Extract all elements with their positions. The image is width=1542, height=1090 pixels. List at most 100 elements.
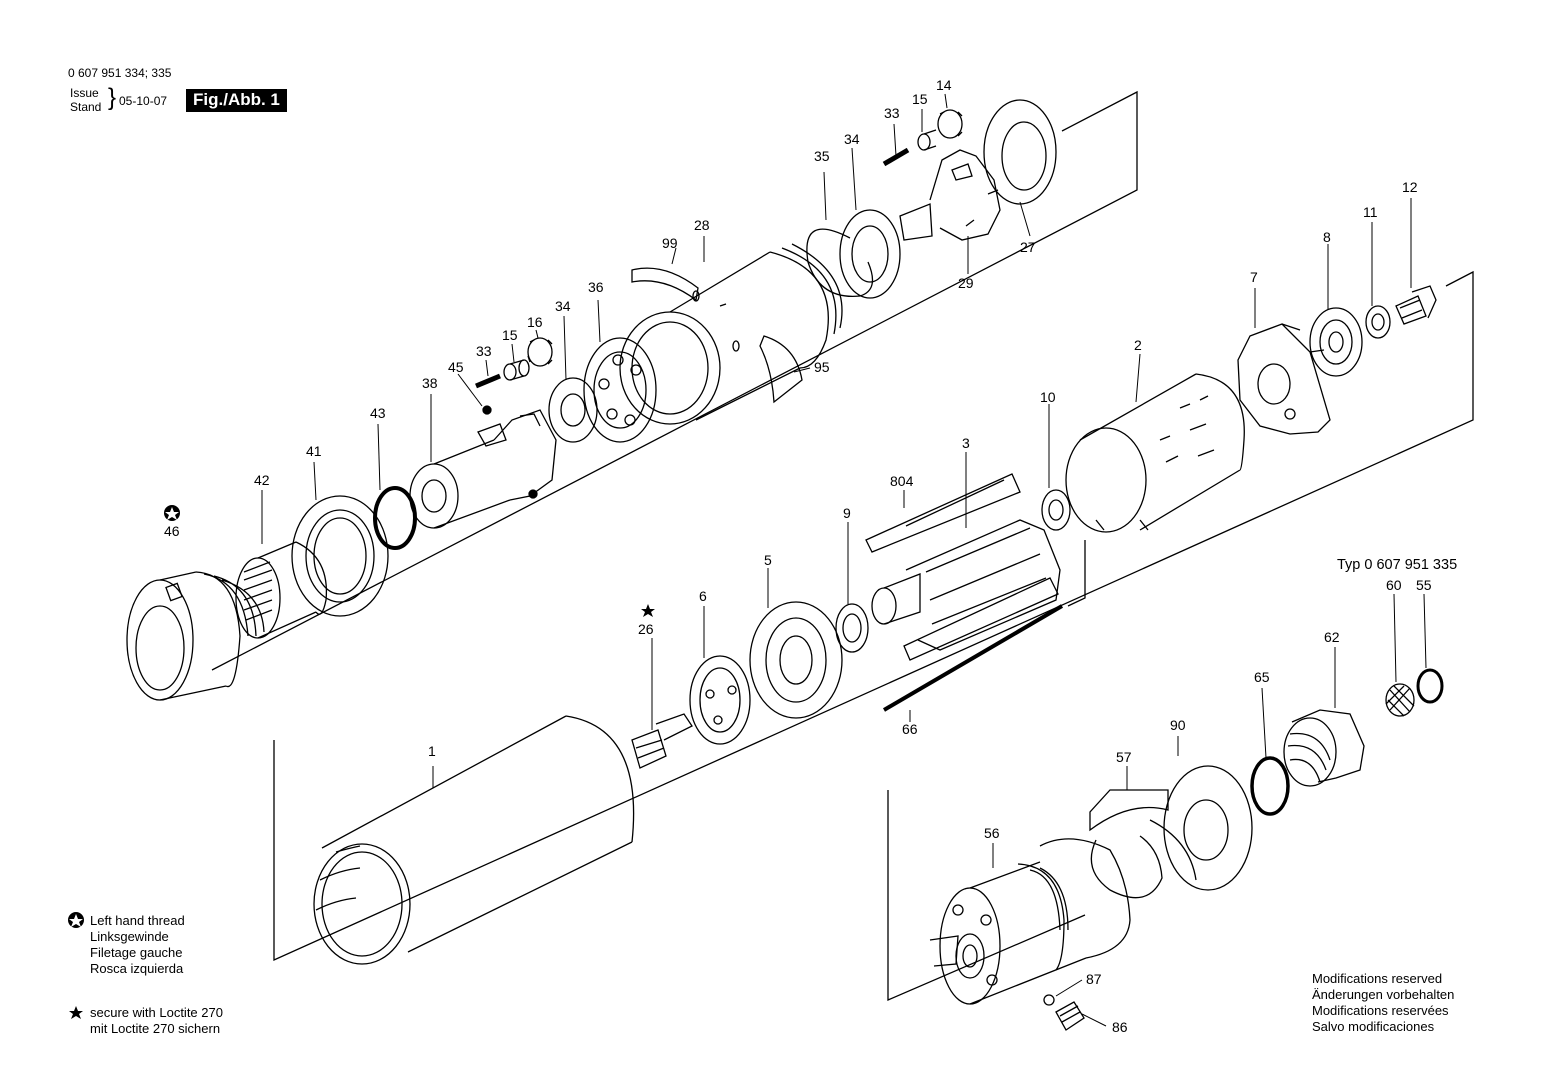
part-14-planet-gear — [937, 109, 963, 139]
label-38: 38 — [422, 375, 438, 391]
label-15-right: 15 — [912, 91, 928, 107]
label-90: 90 — [1170, 717, 1186, 733]
part-16-planet-gear — [527, 337, 553, 367]
left-hand-thread-symbol-46 — [164, 505, 180, 521]
label-43: 43 — [370, 405, 386, 421]
part-62-plug — [1283, 709, 1365, 787]
issue-date: 05-10-07 — [119, 94, 168, 108]
issue-label: Issue — [70, 86, 99, 100]
part-35-circlip — [806, 228, 874, 298]
part-42-needle-bearing — [235, 541, 328, 639]
label-15-left: 15 — [502, 327, 518, 343]
label-11: 11 — [1363, 204, 1378, 220]
legend-loctite-de: mit Loctite 270 sichern — [90, 1021, 221, 1036]
legend-loctite-en: secure with Loctite 270 — [90, 1005, 223, 1020]
frame-lower — [887, 790, 1086, 1001]
part-57-valve — [1089, 789, 1197, 899]
part-99-shim — [631, 267, 699, 302]
label-41: 41 — [306, 443, 322, 459]
label-27: 27 — [1020, 239, 1036, 255]
frame-upper — [211, 90, 1138, 671]
label-34-right: 34 — [844, 131, 860, 147]
part-8-bearing — [1309, 307, 1363, 377]
label-86: 86 — [1112, 1019, 1128, 1035]
label-14: 14 — [936, 77, 952, 93]
label-3: 3 — [962, 435, 970, 451]
label-28: 28 — [694, 217, 710, 233]
label-6: 6 — [699, 588, 707, 604]
frame-middle — [273, 270, 1474, 962]
loctite-star-26 — [641, 604, 655, 617]
part-34-washer-right — [839, 209, 901, 299]
part-804-vanes — [865, 473, 1059, 661]
part-10-washer — [1041, 489, 1071, 531]
part-34-washer-left — [548, 377, 598, 443]
label-16: 16 — [527, 314, 543, 330]
legend-loctite: secure with Loctite 270 mit Loctite 270 … — [90, 1005, 223, 1037]
part-6-bearing — [689, 655, 751, 745]
note-es: Salvo modificaciones — [1312, 1019, 1435, 1034]
label-95: 95 — [814, 359, 830, 375]
label-29: 29 — [958, 275, 974, 291]
part-46-end-cap — [126, 571, 265, 701]
part-27-washer — [983, 99, 1057, 205]
label-5: 5 — [764, 552, 772, 568]
part-38-shaft — [409, 409, 557, 529]
part-2-cylinder — [1065, 373, 1245, 533]
legend-lht-es: Rosca izquierda — [90, 961, 184, 976]
frame-rotor-link — [1067, 540, 1086, 607]
label-33-left: 33 — [476, 343, 492, 359]
label-804: 804 — [890, 473, 914, 489]
legend-lht-de: Linksgewinde — [90, 929, 169, 944]
part-28-housing — [619, 243, 843, 425]
part-56-inlet — [929, 838, 1131, 1005]
part-45-ball-b — [528, 489, 538, 499]
legend-lht-fr: Filetage gauche — [90, 945, 183, 960]
label-99: 99 — [662, 235, 678, 251]
part-12-screw — [1395, 285, 1437, 325]
part-9-washer — [835, 603, 869, 653]
legend-left-hand-thread: Left hand thread Linksgewinde Filetage g… — [90, 913, 185, 977]
part-15-needle-right — [917, 129, 937, 151]
part-55-o-ring — [1416, 668, 1444, 704]
part-87-ring — [1043, 994, 1055, 1006]
label-33-right: 33 — [884, 105, 900, 121]
figure-badge: Fig./Abb. 1 — [186, 89, 287, 112]
label-57: 57 — [1116, 749, 1132, 765]
label-26: 26 — [638, 621, 654, 637]
type-label: Typ 0 607 951 335 — [1337, 557, 1457, 573]
note-de: Änderungen vorbehalten — [1312, 987, 1455, 1002]
part-60-strainer — [1385, 683, 1415, 717]
stand-label: Stand — [70, 100, 102, 114]
part-29-planet-carrier — [899, 149, 1001, 241]
part-1-housing-tube — [313, 715, 635, 965]
part-labels: 1 2 3 5 6 7 8 9 10 11 12 14 15 15 16 26 … — [164, 77, 1432, 1035]
part-43-o-ring — [373, 486, 417, 550]
part-90-disc — [1163, 765, 1253, 891]
label-65: 65 — [1254, 669, 1270, 685]
label-8: 8 — [1323, 229, 1331, 245]
part-33-pin-right — [882, 147, 910, 167]
part-86-grub-screw — [1055, 1001, 1085, 1031]
note-en: Modifications reserved — [1312, 971, 1443, 986]
label-7: 7 — [1250, 269, 1258, 285]
label-9: 9 — [843, 505, 851, 521]
brace-icon: } — [108, 84, 117, 111]
label-66: 66 — [902, 721, 918, 737]
label-60: 60 — [1386, 577, 1402, 593]
part-45-ball-a — [482, 405, 492, 415]
part-26-pinion — [631, 713, 693, 769]
label-2: 2 — [1134, 337, 1142, 353]
part-numbers: 0 607 951 334; 335 — [68, 66, 172, 80]
part-33-pin-left — [475, 373, 501, 389]
label-56: 56 — [984, 825, 1000, 841]
label-10: 10 — [1040, 389, 1056, 405]
part-11-washer — [1365, 305, 1391, 339]
label-36: 36 — [588, 279, 604, 295]
label-87: 87 — [1086, 971, 1102, 987]
label-1: 1 — [428, 743, 436, 759]
label-12: 12 — [1402, 179, 1418, 195]
label-35: 35 — [814, 148, 830, 164]
part-15-needle-left — [503, 359, 530, 381]
